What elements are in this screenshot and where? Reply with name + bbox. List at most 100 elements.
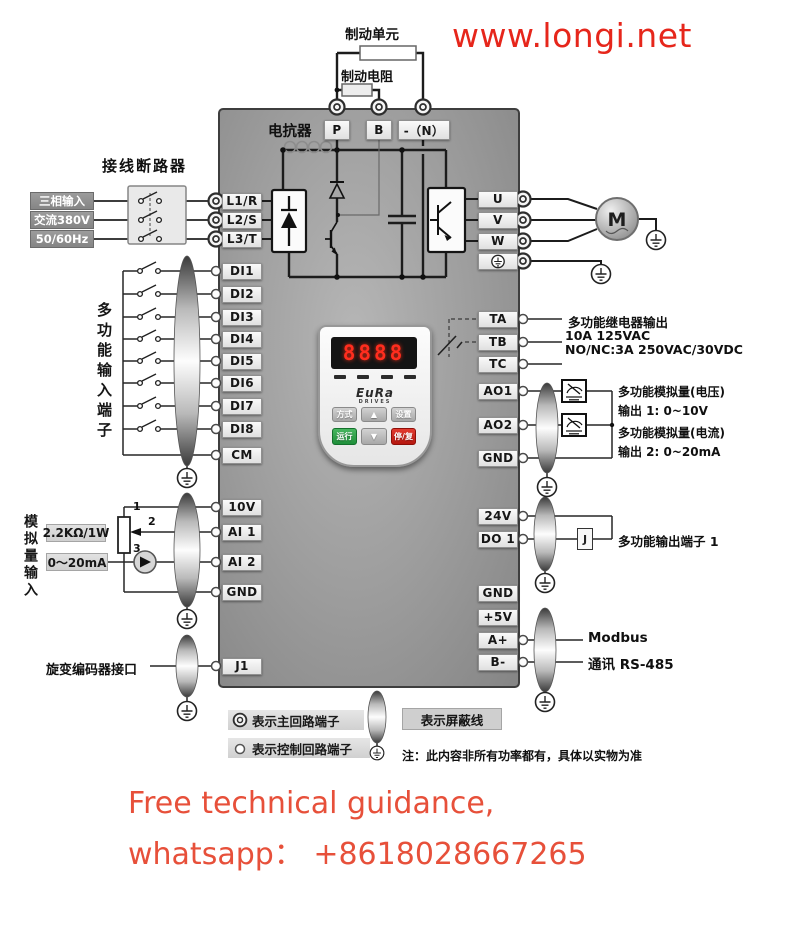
di-switch-icon [136,373,162,387]
di-switch-icon [136,329,162,343]
terminal-gnd-ao: GND [478,449,518,467]
do-relay-box: J [577,528,593,550]
dc-bus-wires [281,51,448,279]
terminal-l2s: L2/S [222,211,262,229]
shield-ellipse-encoder [175,634,199,698]
footer-line1: Free technical guidance, [128,786,495,821]
terminal-di5: DI5 [222,352,262,370]
relay-contact-arm [437,335,463,356]
legend-control-circuit: 表示控制回路端子 [228,738,370,758]
stop-reset-button: 停/复 [391,428,416,445]
ground-icon [534,691,556,713]
legend-main-circuit-label: 表示主回路端子 [252,713,340,729]
pot-pin-1: 1 [133,500,141,513]
terminal-cm: CM [222,446,262,464]
terminal-n: -（N） [398,120,450,140]
breaker-label: 接线断路器 [102,157,188,175]
terminal-ai2: AI 2 [222,553,262,571]
set-button: 设置 [391,407,416,422]
led-indicator [380,375,393,379]
relay-contact-symbol [448,318,476,357]
meter-icon [561,413,587,437]
pot-pin-3: 3 [133,542,141,555]
terminal-a-plus: A+ [478,631,518,649]
ao2-desc: 多功能模拟量(电流) [618,426,725,440]
terminal-v: V [478,211,518,229]
di-switch-icon [136,396,162,410]
terminal-di1: DI1 [222,262,262,280]
terminal-di3: DI3 [222,308,262,326]
shield-ellipse-comm [533,607,557,693]
legend-main-circuit: 表示主回路端子 [228,710,364,730]
modbus-label: Modbus [588,630,648,646]
ground-icon [534,572,556,594]
breaker-box [127,185,187,245]
pot-pin-2: 2 [148,515,156,528]
terminal-tc: TC [478,355,518,373]
di-switch-icon [136,307,162,321]
source-line-voltage: 交流380V [30,211,94,229]
terminal-ai1: AI 1 [222,523,262,541]
down-arrow-button: ▼ [361,428,387,445]
junction-dots [280,87,615,428]
ai-group-label: 模拟量输入 [22,514,38,599]
output-wires [262,198,657,265]
reactor-coil-icon [283,140,333,154]
shield-ellipse-di [173,255,201,467]
shield-ellipse-ao [535,382,559,474]
ground-icon [176,608,198,630]
seven-segment-display: 8888 [342,341,406,365]
shield-ellipse-analog [173,492,201,608]
legend-main-terminal-icon [232,712,248,728]
current-source-icon [133,550,157,574]
legend-note: 注：此内容非所有功率都有，具体以实物为准 [402,749,643,763]
encoder-label: 旋变编码器接口 [46,663,138,678]
terminal-j1: J1 [222,657,262,675]
terminal-w: W [478,232,518,250]
relay-rating2: NO/NC:3A 250VAC/30VDC [565,342,743,357]
brake-unit-label: 制动单元 [345,27,399,43]
brake-resistor-label: 制动电阻 [340,70,393,85]
terminal-di2: DI2 [222,285,262,303]
ao2-range: 输出 2: 0~20mA [618,445,721,459]
footer-line2: whatsapp： +8618028667265 [128,837,587,872]
wiper-arrow-icon [130,528,141,536]
di-switch-icon [136,261,162,275]
shield-ellipse-legend [367,690,387,744]
ground-icon [645,229,667,251]
terminal-di8: DI8 [222,420,262,438]
shield-ellipse-do [533,496,557,572]
ground-icon [536,476,558,498]
led-indicator [357,375,370,379]
current-input-label: 0～20mA [46,553,108,571]
terminal-ao2: AO2 [478,416,518,434]
di-switch-icon [136,419,162,433]
terminal-pe [478,252,518,270]
terminal-ta: TA [478,310,518,328]
source-line-frequency: 50/60Hz [30,230,94,248]
inverter-igbt-box [426,186,467,254]
ao1-desc: 多功能模拟量(电压) [618,385,725,399]
ground-icon [590,263,612,285]
run-button: 运行 [332,428,357,445]
legend-control-terminal-icon [234,743,246,755]
terminal-di7: DI7 [222,397,262,415]
ground-icon [176,467,198,489]
brake-resistor-symbol [341,83,373,97]
terminal-tb: TB [478,333,518,351]
terminal-di6: DI6 [222,374,262,392]
di-switch-icon [136,351,162,365]
motor-icon: M [595,197,639,241]
terminal-gnd-comm: GND [478,584,518,602]
legend-control-circuit-label: 表示控制回路端子 [252,741,353,757]
di-switch-icon [136,284,162,298]
ground-icon [369,745,385,761]
source-line-phase: 三相输入 [30,192,94,210]
igbt-symbol [430,201,452,241]
relay-rating1: 10A 125VAC [565,328,651,343]
ground-icon [176,700,198,722]
pot-resistor-label: 2.2KΩ/1W [42,524,110,542]
brake-unit-symbol [359,45,417,61]
